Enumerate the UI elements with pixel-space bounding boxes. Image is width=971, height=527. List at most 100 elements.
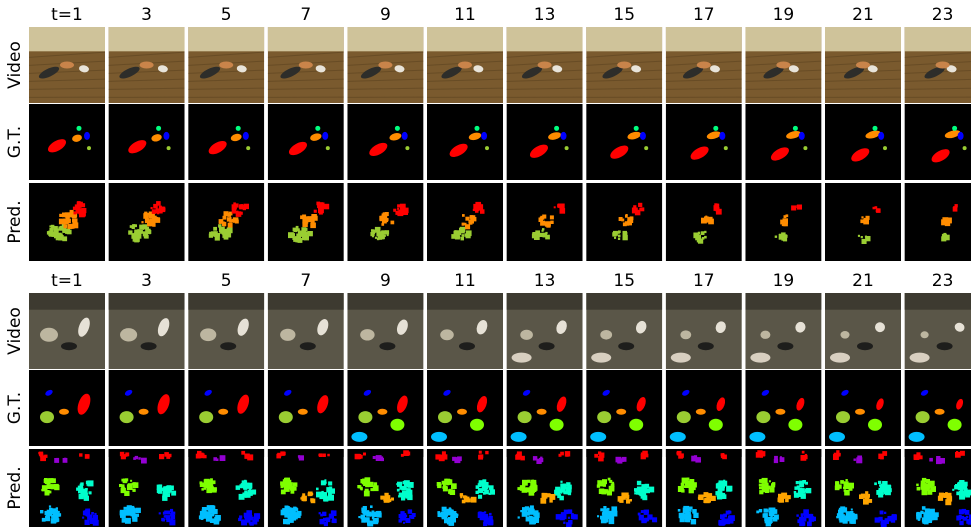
- time-label: 13: [534, 5, 556, 25]
- white-object: [867, 65, 878, 73]
- video-frame: [665, 293, 742, 369]
- segment: [208, 141, 227, 155]
- segment: [156, 484, 177, 501]
- segment: [872, 125, 878, 131]
- gt-mask: [188, 370, 265, 446]
- segment: [379, 212, 395, 226]
- row-label: Video: [5, 307, 25, 355]
- box-object: [537, 61, 552, 69]
- box-object: [458, 61, 472, 69]
- segment: [775, 408, 786, 415]
- time-label: 19: [773, 271, 795, 291]
- segment: [237, 394, 250, 414]
- pred-mask: [745, 183, 822, 261]
- item-object: [600, 330, 613, 340]
- gt-mask: [347, 104, 424, 180]
- segment: [238, 510, 261, 526]
- pred-mask: [188, 449, 265, 527]
- segment: [297, 455, 304, 461]
- segment: [612, 230, 628, 241]
- segment: [522, 389, 531, 396]
- segment: [610, 145, 629, 159]
- segment: [874, 480, 892, 498]
- segment: [706, 131, 721, 140]
- segment: [436, 478, 457, 495]
- segment: [627, 131, 641, 140]
- dark-object: [299, 342, 316, 351]
- segment: [451, 226, 472, 241]
- pred-mask: [825, 183, 901, 261]
- bottle-object: [78, 317, 90, 337]
- segment: [398, 509, 416, 524]
- segment: [485, 146, 489, 151]
- pred-mask: [586, 449, 663, 527]
- gt-mask: [108, 370, 185, 446]
- segment: [554, 480, 572, 501]
- dark-object: [61, 342, 77, 351]
- segment: [631, 202, 645, 216]
- segment: [786, 131, 801, 139]
- box-object: [219, 61, 234, 69]
- segment: [780, 214, 789, 227]
- segment: [72, 134, 82, 142]
- segment: [510, 431, 527, 442]
- segment: [788, 418, 803, 431]
- box-object: [776, 61, 791, 69]
- segment: [529, 144, 548, 158]
- segment: [318, 453, 330, 457]
- segment: [517, 411, 532, 424]
- time-label: 9: [380, 5, 391, 25]
- time-label: 17: [693, 5, 715, 25]
- segment: [199, 478, 217, 494]
- time-label: 3: [141, 5, 152, 25]
- video-frame: [427, 293, 503, 369]
- dark-object: [538, 342, 555, 351]
- pred-mask: [108, 449, 185, 527]
- segment: [151, 134, 162, 142]
- segment: [690, 146, 709, 160]
- segment: [677, 505, 699, 525]
- time-label: 7: [300, 5, 311, 25]
- segment: [128, 224, 152, 243]
- segment: [937, 492, 953, 506]
- segment: [916, 506, 939, 525]
- video-frame: [108, 27, 185, 103]
- plate-object: [511, 352, 532, 363]
- item-object: [920, 331, 929, 339]
- segment: [246, 146, 251, 151]
- segment: [691, 455, 701, 463]
- segment: [517, 505, 540, 525]
- segment: [124, 389, 133, 396]
- dark-object: [379, 342, 396, 351]
- segment: [280, 505, 302, 525]
- segment: [758, 477, 776, 495]
- video-frame: [586, 27, 663, 103]
- bottle-object: [556, 320, 567, 334]
- plate-object: [670, 352, 691, 363]
- box-object: [378, 61, 393, 69]
- segment: [452, 456, 462, 464]
- row-label: Video: [5, 41, 25, 89]
- video-frame: [506, 293, 583, 369]
- segment: [150, 201, 166, 215]
- segment: [40, 411, 54, 424]
- segment: [481, 131, 488, 140]
- segment: [618, 214, 634, 227]
- shoe-object: [521, 66, 543, 79]
- row-label: G.T.: [5, 392, 25, 424]
- segment: [540, 492, 556, 504]
- time-label: 11: [454, 5, 476, 25]
- pred-mask: [29, 183, 105, 261]
- gt-mask: [347, 370, 424, 446]
- segment: [354, 452, 366, 460]
- gt-mask: [586, 370, 663, 446]
- segment: [857, 234, 871, 244]
- segment: [941, 232, 950, 242]
- segment: [916, 477, 936, 496]
- segment: [470, 418, 484, 431]
- segment: [644, 146, 649, 151]
- segment: [47, 139, 67, 153]
- segment: [590, 431, 607, 442]
- segment: [934, 408, 945, 415]
